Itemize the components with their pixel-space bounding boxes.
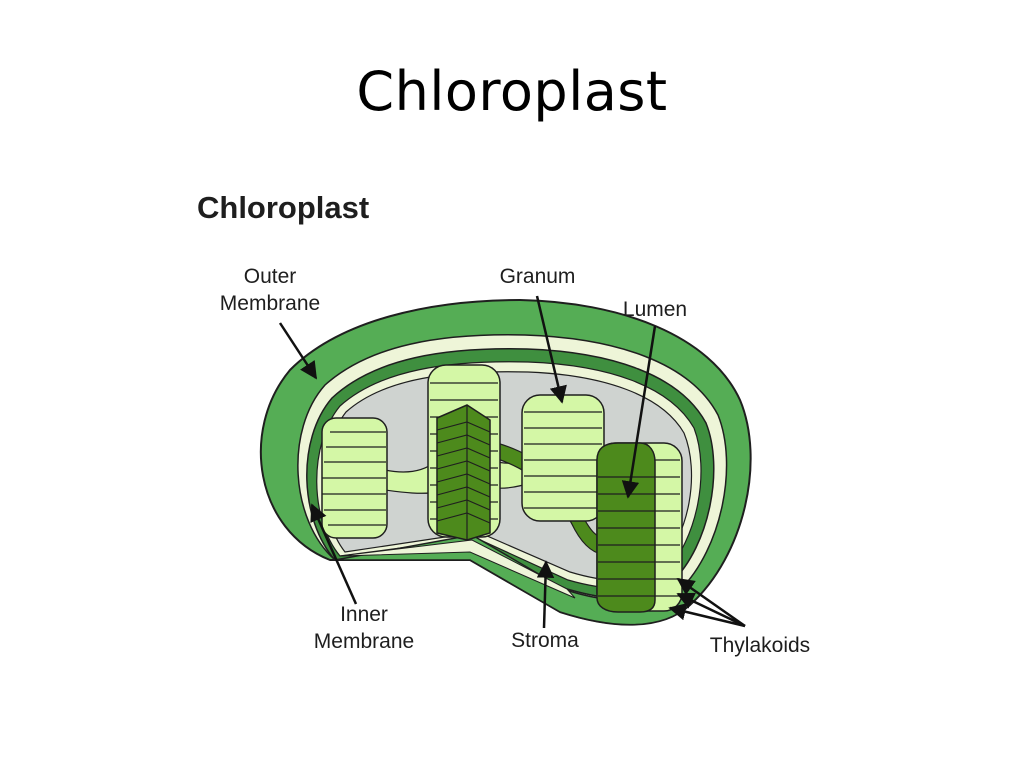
granum-center	[427, 364, 501, 541]
label-inner-membrane-line2: Membrane	[313, 630, 415, 653]
granum-right	[521, 394, 605, 522]
arrow-inner-membrane	[310, 503, 358, 605]
figure-title: Chloroplast	[197, 190, 370, 225]
arrow-thylakoid-1	[676, 577, 746, 628]
cut-face-cream	[339, 539, 576, 599]
label-outer-membrane: Outer Membrane	[205, 263, 335, 317]
label-lumen: Lumen	[622, 298, 688, 321]
arrow-stroma	[536, 560, 555, 629]
arrow-outer-membrane	[278, 322, 318, 380]
label-inner-membrane-line1: Inner	[340, 603, 388, 626]
label-stroma: Stroma	[511, 629, 579, 652]
slide-title: Chloroplast	[356, 60, 668, 123]
label-thylakoids: Thylakoids	[709, 634, 811, 657]
arrow-thylakoid-2	[676, 592, 746, 628]
label-inner-membrane: Inner Membrane	[298, 601, 430, 655]
label-granum: Granum	[499, 265, 576, 288]
arrow-granum	[535, 295, 567, 404]
granum-front	[596, 442, 683, 613]
arrow-thylakoid-3	[668, 603, 746, 628]
arrow-lumen	[621, 325, 657, 499]
label-outer-membrane-line2: Membrane	[219, 292, 321, 315]
label-outer-membrane-line1: Outer	[243, 265, 297, 288]
granum-left	[321, 417, 388, 539]
